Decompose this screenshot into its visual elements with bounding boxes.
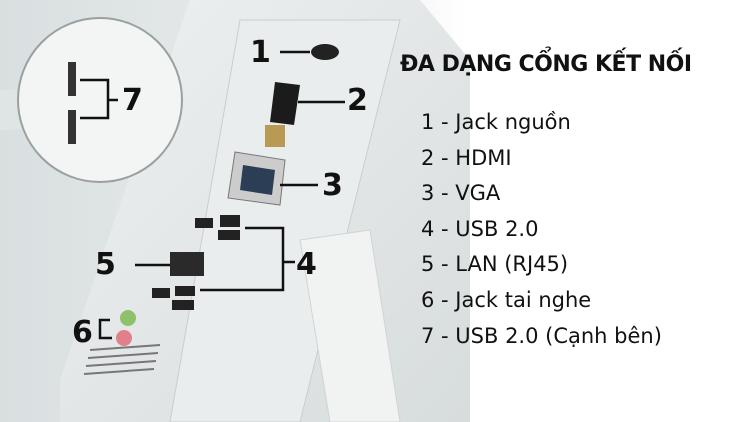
usb-ports bbox=[152, 215, 240, 310]
infographic-title: ĐA DẠNG CỔNG KẾT NỐI bbox=[400, 52, 692, 77]
side-usb-inset bbox=[17, 17, 183, 183]
legend-item: 6 - Jack tai nghe bbox=[421, 287, 592, 312]
legend-item: 5 - LAN (RJ45) bbox=[421, 252, 569, 277]
callout-4: 4 bbox=[296, 247, 317, 282]
legend-item: 4 - USB 2.0 bbox=[421, 216, 539, 241]
callout-5: 5 bbox=[95, 247, 116, 282]
legend-item: 3 - VGA bbox=[421, 181, 501, 206]
callout-7: 7 bbox=[122, 83, 143, 118]
power-jack bbox=[311, 44, 339, 60]
callout-3: 3 bbox=[322, 168, 343, 203]
callout-6: 6 bbox=[72, 315, 93, 350]
legend-item: 7 - USB 2.0 (Cạnh bên) bbox=[421, 323, 662, 348]
lan-port bbox=[170, 252, 204, 276]
headphone-jack bbox=[120, 310, 136, 326]
legend-item: 1 - Jack nguồn bbox=[421, 110, 571, 134]
ports-legend: 1 - Jack nguồn 2 - HDMI 3 - VGA 4 - USB … bbox=[421, 107, 662, 356]
callout-1: 1 bbox=[250, 35, 271, 70]
device-ports-photo bbox=[0, 0, 470, 422]
callout-2: 2 bbox=[347, 83, 368, 118]
hdmi-port bbox=[270, 82, 300, 125]
legend-item: 2 - HDMI bbox=[421, 145, 512, 170]
